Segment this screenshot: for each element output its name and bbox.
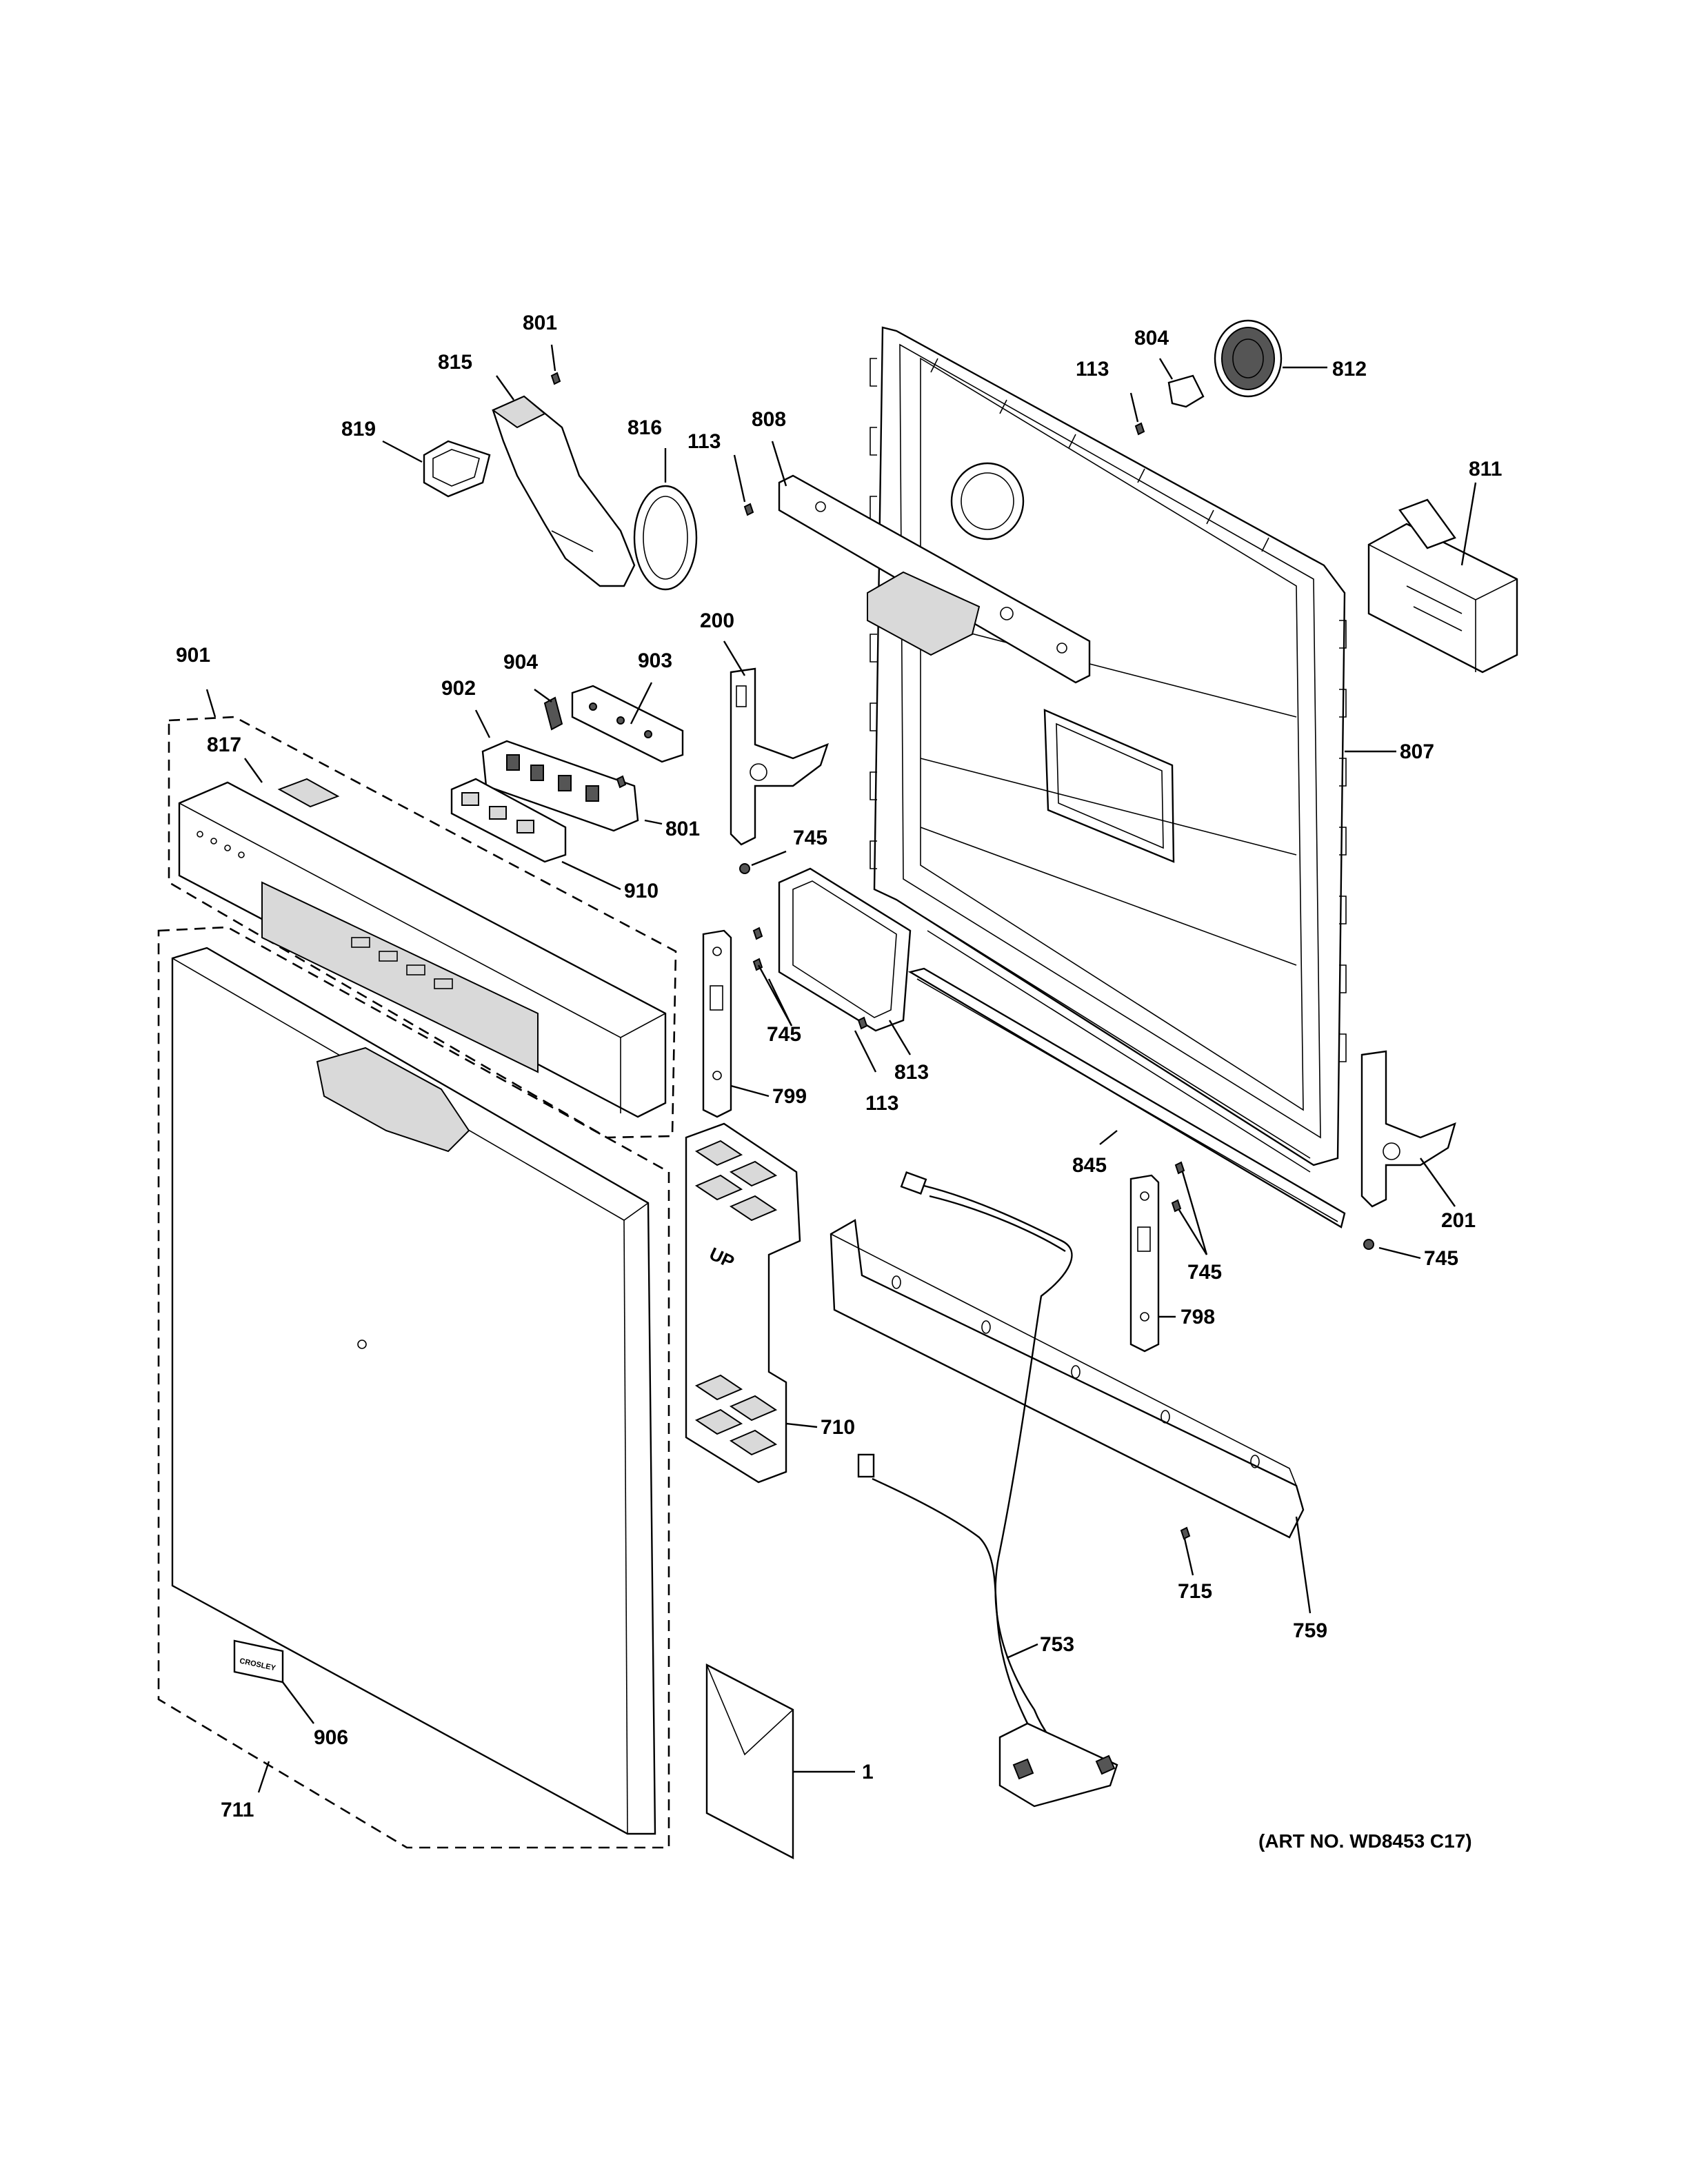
buttons-910 bbox=[450, 778, 567, 863]
hinge-200 bbox=[730, 667, 829, 846]
strip-845 bbox=[907, 967, 1346, 1228]
control-panel-901 bbox=[168, 716, 677, 1139]
callout-labels: 801 815 819 816 113 808 804 113 812 811 … bbox=[176, 312, 1502, 1821]
part-904 bbox=[543, 696, 563, 731]
callout-901: 901 bbox=[176, 644, 210, 667]
callout-711: 711 bbox=[221, 1799, 254, 1821]
wire-harness-753 bbox=[857, 1171, 1118, 1808]
hinge-201 bbox=[1360, 1050, 1456, 1208]
inner-door-807 bbox=[870, 326, 1347, 1173]
callout-798: 798 bbox=[1180, 1306, 1215, 1328]
callout-799: 799 bbox=[772, 1085, 807, 1108]
vent-duct-815 bbox=[491, 395, 636, 587]
callout-906: 906 bbox=[314, 1726, 348, 1749]
panel-710: UP bbox=[685, 1122, 801, 1484]
filter-819 bbox=[423, 440, 491, 498]
callout-113a: 113 bbox=[687, 430, 721, 453]
callout-745b: 745 bbox=[767, 1023, 801, 1046]
art-number: (ART NO. WD8453 C17) bbox=[1258, 1830, 1472, 1852]
callout-801b: 801 bbox=[665, 818, 700, 840]
clip-804 bbox=[1167, 374, 1205, 408]
callout-808: 808 bbox=[752, 408, 786, 431]
callout-1: 1 bbox=[862, 1761, 874, 1783]
cap-812 bbox=[1214, 319, 1283, 398]
callout-804: 804 bbox=[1134, 327, 1169, 350]
callout-813: 813 bbox=[894, 1061, 929, 1084]
callout-753: 753 bbox=[1040, 1633, 1074, 1656]
bracket-799 bbox=[702, 929, 732, 1118]
callout-745a: 745 bbox=[793, 827, 827, 849]
callout-812: 812 bbox=[1332, 358, 1367, 381]
callout-759: 759 bbox=[1293, 1619, 1327, 1642]
callout-904: 904 bbox=[503, 651, 538, 674]
callout-807: 807 bbox=[1400, 740, 1434, 763]
callout-113c: 113 bbox=[865, 1092, 898, 1115]
callout-801a: 801 bbox=[523, 312, 557, 334]
callout-816: 816 bbox=[627, 416, 662, 439]
callout-113b: 113 bbox=[1076, 358, 1109, 381]
dispenser-811 bbox=[1367, 498, 1518, 674]
screws bbox=[550, 372, 1374, 1540]
callout-811: 811 bbox=[1469, 458, 1502, 481]
callout-910: 910 bbox=[624, 880, 659, 902]
vent-bracket-808 bbox=[778, 474, 1091, 684]
callout-201: 201 bbox=[1441, 1209, 1476, 1232]
badge-906: CROSLEY bbox=[233, 1639, 284, 1684]
gasket-813 bbox=[778, 867, 912, 1032]
board-903 bbox=[571, 685, 684, 763]
callout-817: 817 bbox=[207, 734, 241, 756]
callout-903: 903 bbox=[638, 649, 672, 672]
toe-panel-759 bbox=[830, 1219, 1305, 1539]
callout-745d: 745 bbox=[1424, 1247, 1458, 1270]
gasket-816 bbox=[633, 485, 698, 591]
callout-745c: 745 bbox=[1187, 1261, 1222, 1284]
literature-envelope-1 bbox=[705, 1664, 794, 1859]
callout-815: 815 bbox=[438, 351, 472, 374]
callout-715: 715 bbox=[1178, 1580, 1212, 1603]
callout-200: 200 bbox=[700, 609, 734, 632]
callout-819: 819 bbox=[341, 418, 376, 441]
leader-lines bbox=[205, 344, 1477, 1793]
callout-845: 845 bbox=[1072, 1154, 1107, 1177]
callout-710: 710 bbox=[821, 1416, 855, 1439]
bracket-798 bbox=[1129, 1174, 1160, 1353]
callout-902: 902 bbox=[441, 677, 476, 700]
outer-door-711: CROSLEY bbox=[157, 926, 670, 1849]
